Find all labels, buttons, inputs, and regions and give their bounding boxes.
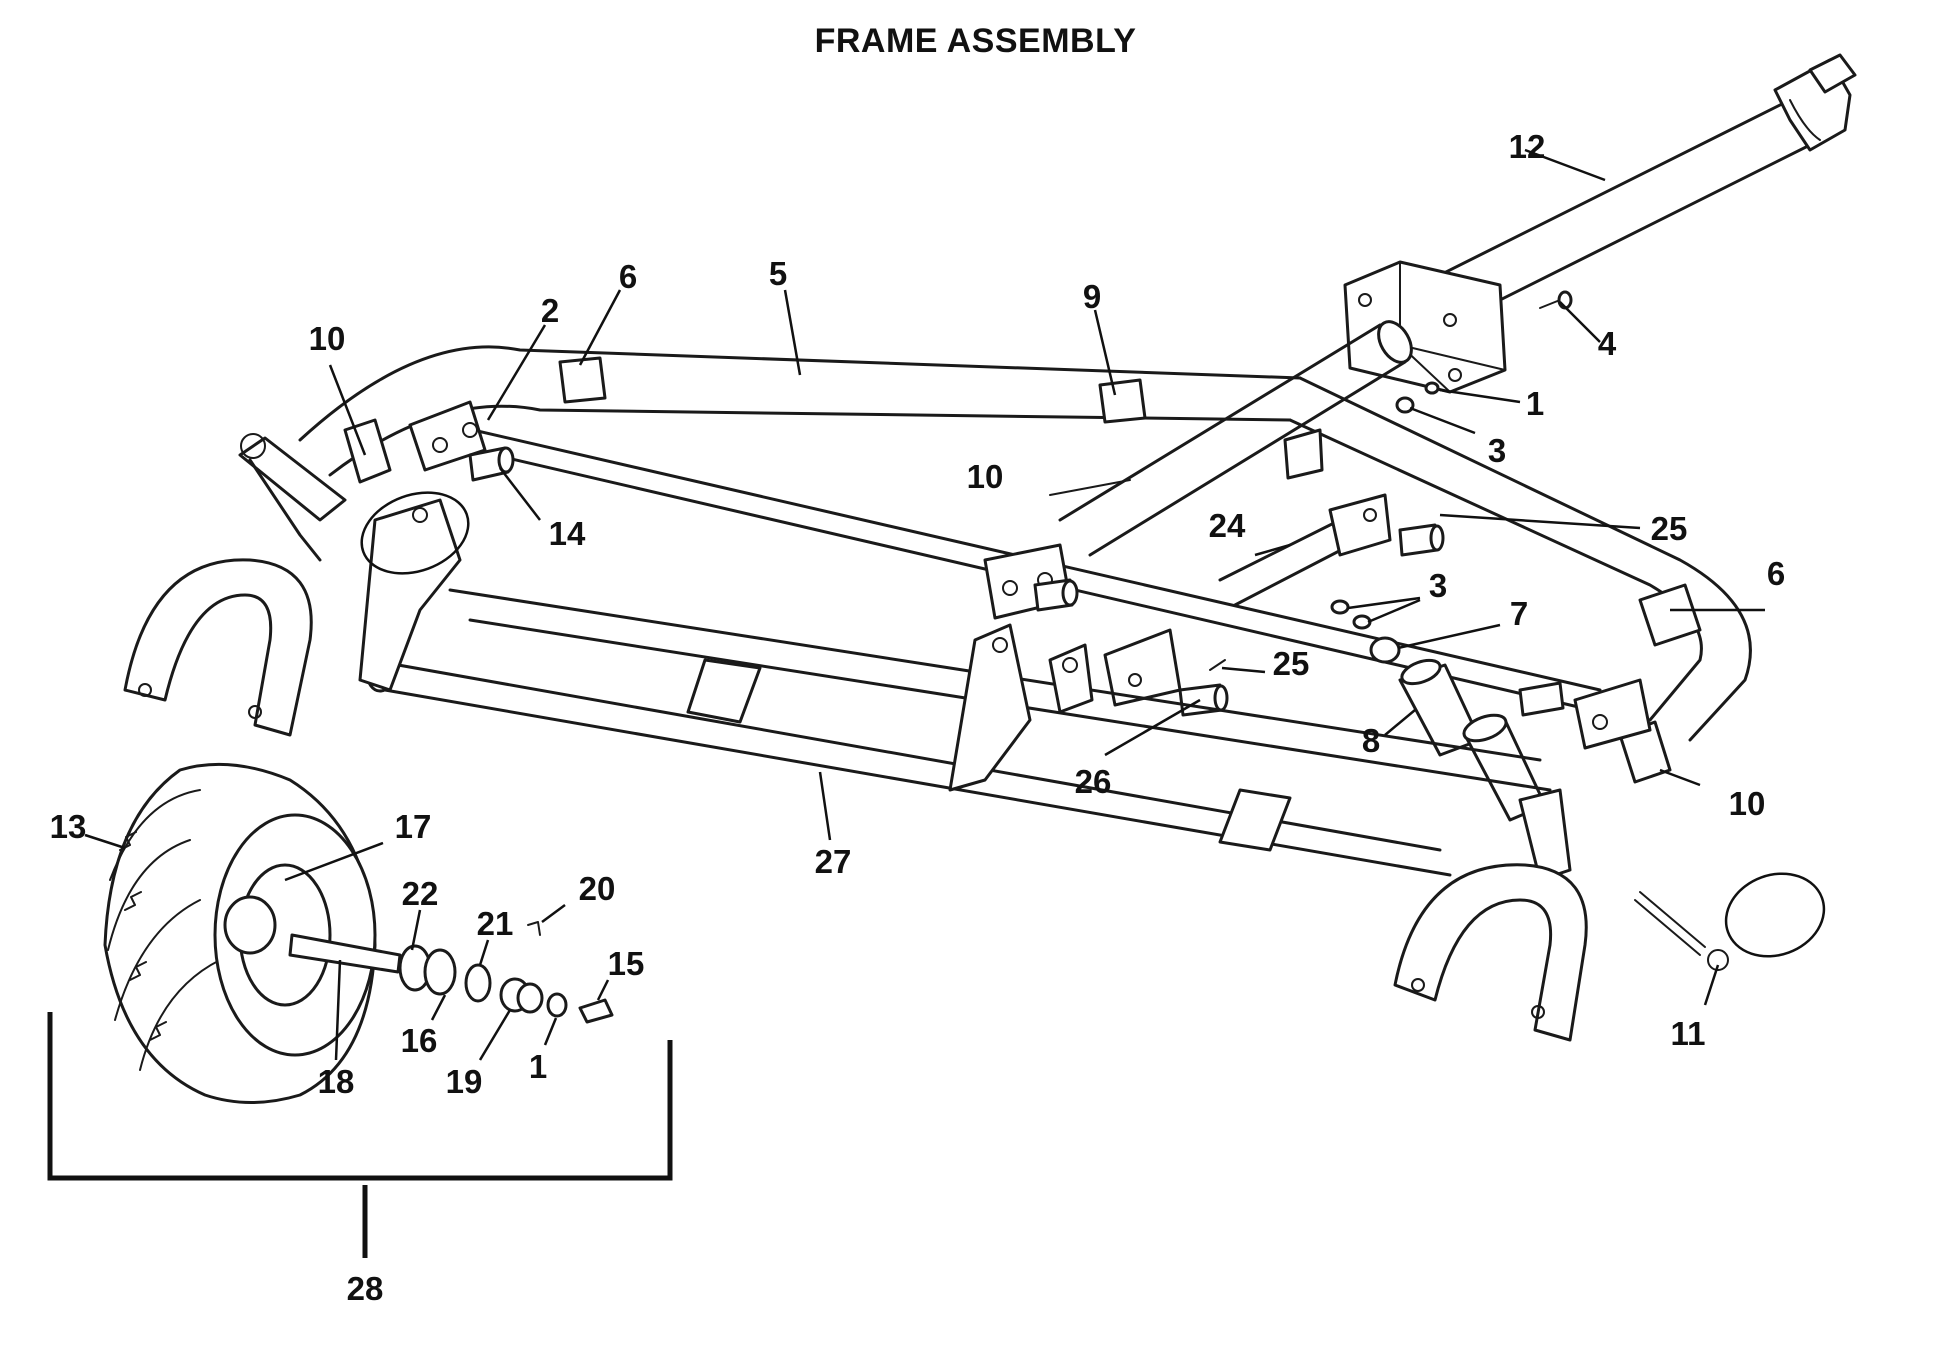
callout-21: 21 (477, 905, 514, 942)
callout-1: 1 (1526, 385, 1544, 422)
callout-1: 1 (529, 1048, 547, 1085)
hitch-plate-part (1343, 260, 1507, 394)
front-clevis-part (1103, 628, 1229, 717)
callout-4: 4 (1598, 325, 1617, 362)
diagram-title: FRAME ASSEMBLY (814, 22, 1137, 60)
lynch-pin-part (1634, 872, 1826, 971)
callout-25: 25 (1273, 645, 1310, 682)
wheel-assembly (103, 762, 614, 1104)
right-clamp-bracket (1518, 678, 1652, 750)
callout-26: 26 (1075, 763, 1112, 800)
callout-25: 25 (1651, 510, 1688, 547)
callout-10: 10 (967, 458, 1004, 495)
callout-13: 13 (50, 808, 87, 845)
callout-22: 22 (402, 875, 439, 912)
callout-24: 24 (1209, 507, 1246, 544)
callout-2: 2 (541, 292, 559, 329)
spacer-hardware (1330, 599, 1547, 822)
right-fork-hanger (1393, 863, 1588, 1042)
leader-lines (84, 148, 1765, 1061)
callout-28: 28 (347, 1270, 384, 1307)
callout-5: 5 (769, 255, 787, 292)
callout-11: 11 (1671, 1015, 1706, 1052)
callout-20: 20 (579, 870, 616, 907)
callout-27: 27 (815, 843, 852, 880)
callout-12: 12 (1509, 128, 1546, 165)
callout-3: 3 (1488, 432, 1506, 469)
callout-17: 17 (395, 808, 432, 845)
tube-sleeves (343, 356, 1702, 784)
callout-15: 15 (608, 945, 645, 982)
rear-tab-bracket (1283, 428, 1324, 480)
callout-9: 9 (1083, 278, 1101, 315)
callout-18: 18 (318, 1063, 355, 1100)
callout-16: 16 (401, 1022, 438, 1059)
left-clamp-bracket (408, 400, 515, 482)
callout-19: 19 (446, 1063, 483, 1100)
callout-6: 6 (1767, 555, 1785, 592)
callout-labels: 2 6 5 9 10 10 14 12 4 1 3 25 24 3 7 6 25… (50, 128, 1786, 1307)
callout-14: 14 (549, 515, 586, 552)
rear-roller-frame (358, 498, 1572, 882)
callout-3: 3 (1429, 567, 1447, 604)
center-clevis-part (1218, 493, 1445, 607)
callout-10: 10 (1729, 785, 1766, 822)
callout-7: 7 (1510, 595, 1528, 632)
callout-10: 10 (309, 320, 346, 357)
callout-8: 8 (1362, 722, 1380, 759)
callout-6: 6 (619, 258, 637, 295)
hitch-bolt-hardware (1395, 290, 1573, 414)
center-clamp-bracket (983, 543, 1079, 620)
wheel-kit-bracket (47, 1012, 673, 1258)
left-fork-hanger (123, 433, 470, 737)
main-frame-tube (298, 320, 1752, 742)
